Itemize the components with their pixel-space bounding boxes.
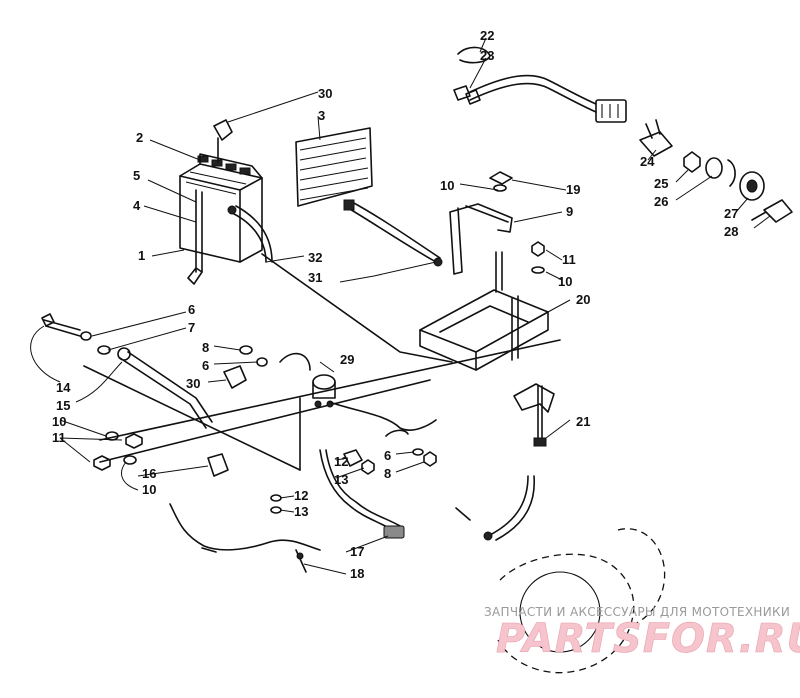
callout-10: 10 [52,414,66,429]
callout-6: 6 [188,302,195,317]
callout-19: 19 [566,182,580,197]
callout-14: 14 [56,380,71,395]
callout-10: 10 [142,482,156,497]
battery-tray [419,251,549,371]
leader-lines [30,37,771,575]
bracket-bolt [41,313,81,337]
washer-12-left [270,494,282,502]
callout-30: 30 [186,376,200,391]
callout-26: 26 [654,194,668,209]
nut-11-left [125,433,143,449]
starter-mount-ring [497,528,666,674]
washer-6-right [412,448,424,456]
ignition-key [751,199,793,223]
callout-15: 15 [56,398,70,413]
starter-cable [455,475,536,541]
battery-vent-cap [213,119,233,163]
callout-10: 10 [558,274,572,289]
callout-29: 29 [340,352,354,367]
callout-10: 10 [440,178,454,193]
callout-30: 30 [318,86,332,101]
callout-31: 31 [308,270,322,285]
washer-10-lower [123,455,137,465]
washer-8 [239,345,253,355]
battery-cover-pad [295,127,373,207]
starter-solenoid [312,374,336,408]
callout-16: 16 [142,466,156,481]
callout-8: 8 [384,466,391,481]
spacer-16 [207,453,229,477]
positive-battery-cable [343,199,443,267]
callout-32: 32 [308,250,322,265]
callout-11: 11 [562,252,576,267]
tray-bolt [533,385,547,447]
battery-strap [187,189,203,285]
callout-9: 9 [566,204,573,219]
callout-1: 1 [138,248,145,263]
battery-bracket [449,203,513,275]
vent-cap-spare [223,365,247,389]
callout-21: 21 [576,414,590,429]
washer-7 [97,345,111,355]
nut-8-right [423,451,437,467]
solenoid-cable [279,352,437,437]
callout-13: 13 [294,504,308,519]
circlip [457,46,491,64]
callout-2: 2 [136,130,143,145]
negative-battery-cable [227,205,273,263]
callout-8: 8 [202,340,209,355]
callout-6: 6 [384,448,391,463]
washer-6-mid [256,357,268,367]
callout-13: 13 [334,472,348,487]
washer-6-left [80,331,92,341]
callout-24: 24 [640,154,655,169]
callout-12: 12 [334,454,348,469]
ground-wire [169,503,321,553]
callout-25: 25 [654,176,668,191]
lug-12 [343,449,363,467]
callout-4: 4 [133,198,141,213]
watermark: ЗАПЧАСТИ И АКСЕССУАРЫ ДЛЯ МОТОТЕХНИКИ PA… [484,605,800,662]
callout-20: 20 [576,292,590,307]
nut-13 [361,459,375,475]
callout-6: 6 [202,358,209,373]
callout-3: 3 [318,108,325,123]
callout-22: 22 [480,28,494,43]
ignition-switch [639,119,673,157]
callout-11: 11 [52,430,66,445]
callout-7: 7 [188,320,195,335]
callout-5: 5 [133,168,140,183]
mounting-clip [513,383,555,413]
main-wiring-bundle [83,253,561,471]
callout-12: 12 [294,488,308,503]
callout-18: 18 [350,566,364,581]
lock-washer-13-left [270,506,282,514]
watermark-subtitle: ЗАПЧАСТИ И АКСЕССУАРЫ ДЛЯ МОТОТЕХНИКИ [484,605,790,619]
support-rod [117,347,213,429]
nut-11-lower [93,455,111,471]
callout-28: 28 [724,224,738,239]
switch-washer [705,157,736,187]
wing-nut [489,171,513,192]
callout-17: 17 [350,544,364,559]
callout-23: 23 [480,48,494,63]
battery [179,153,263,263]
tether-wire [295,549,307,573]
watermark-logo: PARTSFOR.RU [496,616,800,662]
tray-nut-washer [531,241,545,274]
switch-bezel [739,171,765,201]
sub-harness [319,449,405,539]
switch-nut [683,151,701,173]
ignition-harness [453,74,627,123]
callout-27: 27 [724,206,738,221]
callout-labels: 1 2 3 4 5 6 6 6 7 8 8 9 10 10 10 10 11 1… [52,28,738,581]
